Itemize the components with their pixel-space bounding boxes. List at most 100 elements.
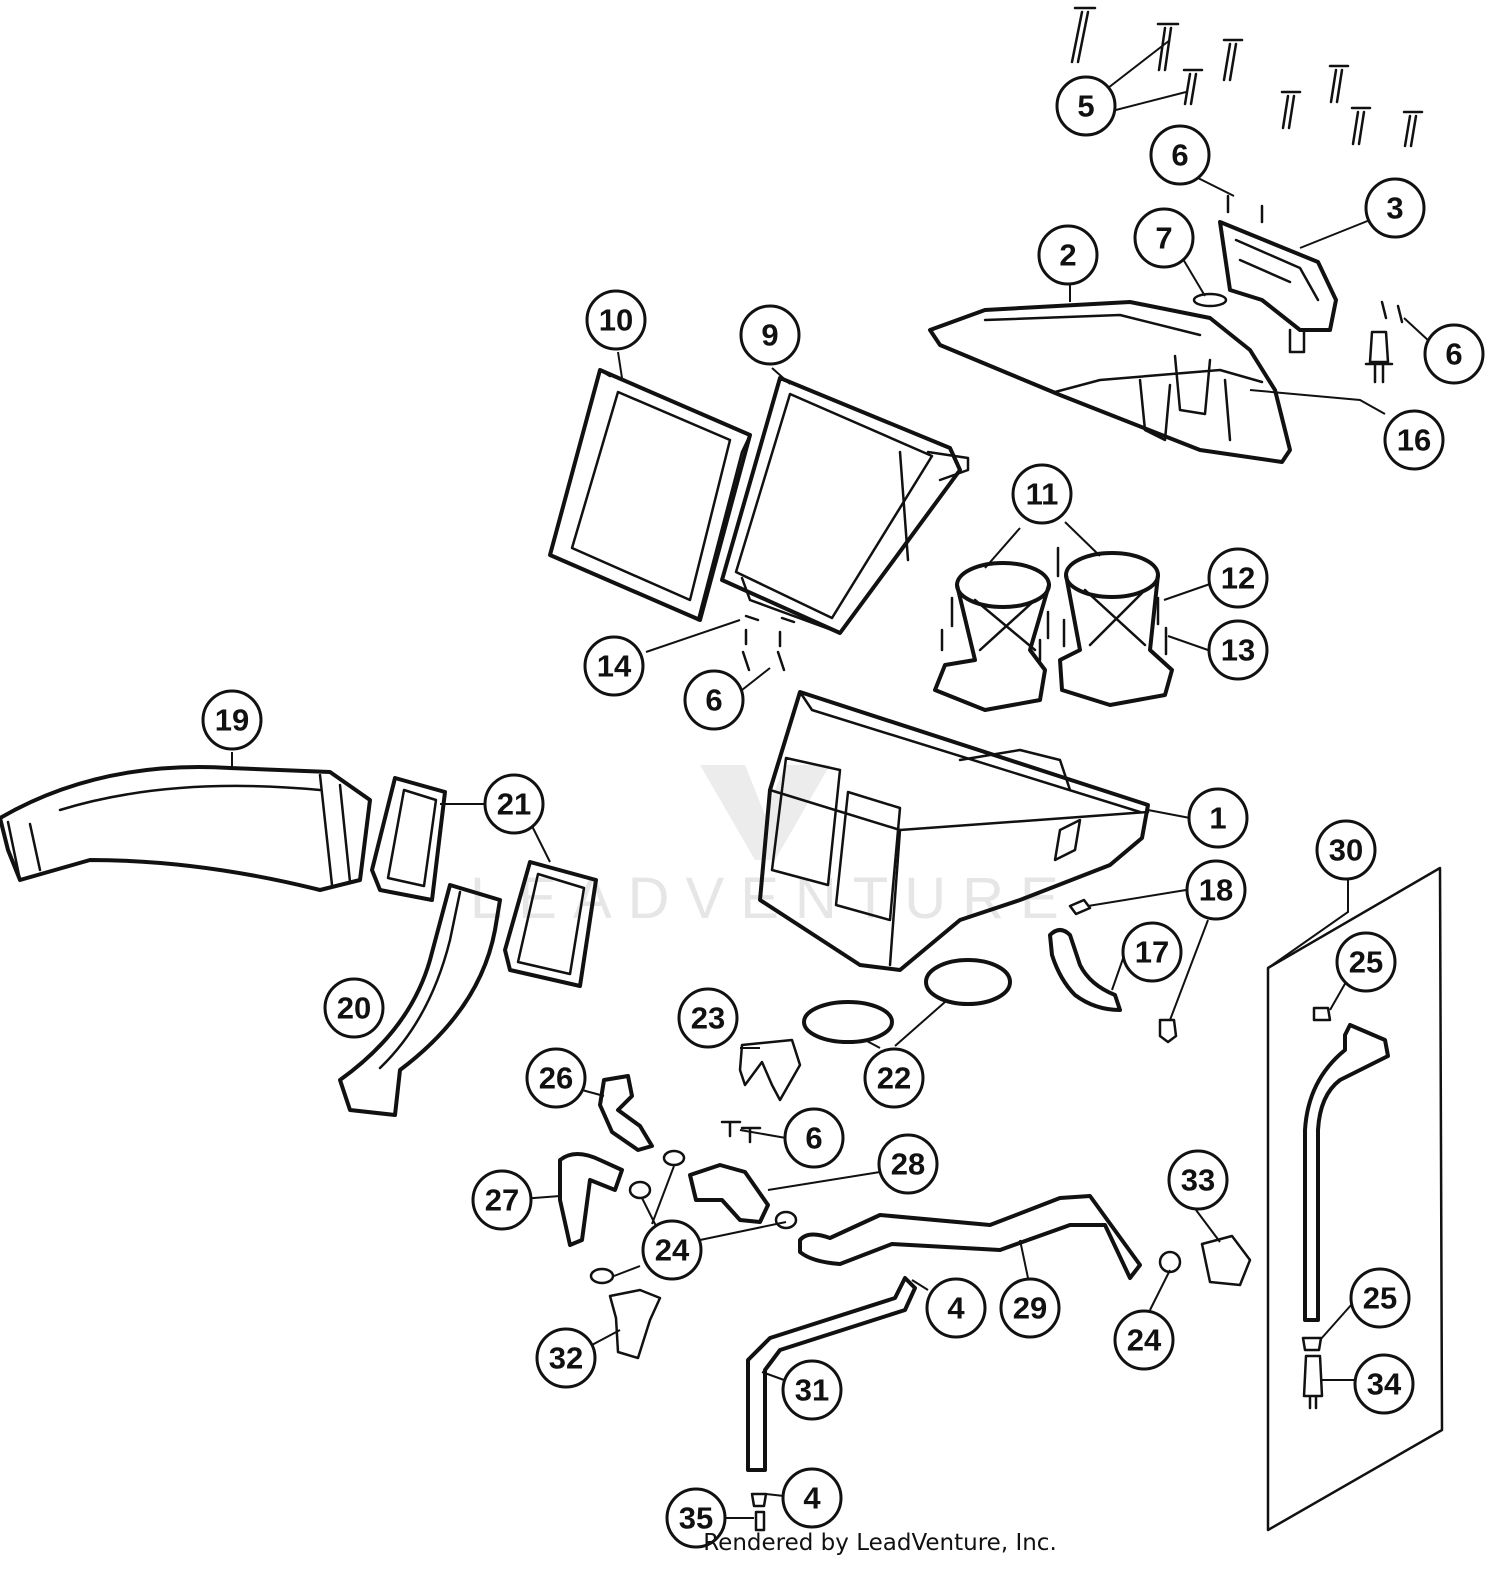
callout-4-lower: 4 xyxy=(781,1467,843,1529)
callout-6-top: 6 xyxy=(1149,124,1211,186)
callout-label: 31 xyxy=(795,1373,829,1408)
part-9-filter-cage xyxy=(720,376,970,635)
callout-label: 1 xyxy=(1209,801,1226,836)
part-5-screws xyxy=(1070,6,1424,148)
part-18-clips xyxy=(1068,898,1178,1044)
callout-19: 19 xyxy=(201,689,263,751)
callout-label: 6 xyxy=(1445,337,1462,372)
leader-lines xyxy=(231,39,1431,1519)
callout-10: 10 xyxy=(585,289,647,351)
callout-4-upper: 4 xyxy=(925,1277,987,1339)
callout-34: 34 xyxy=(1353,1353,1415,1415)
callout-25-bottom: 25 xyxy=(1349,1267,1411,1329)
part-7-ring xyxy=(1192,292,1228,308)
callout-label: 13 xyxy=(1221,633,1255,668)
callout-label: 24 xyxy=(1127,1323,1162,1358)
callout-label: 33 xyxy=(1181,1163,1215,1198)
callout-11: 11 xyxy=(1011,463,1073,525)
callout-label: 6 xyxy=(705,683,722,718)
callout-label: 17 xyxy=(1135,935,1169,970)
callout-label: 7 xyxy=(1155,221,1172,256)
callout-30: 30 xyxy=(1315,819,1377,881)
callout-24-right: 24 xyxy=(1113,1309,1175,1371)
callout-6-mid: 6 xyxy=(683,669,745,731)
callout-label: 6 xyxy=(805,1121,822,1156)
callout-label: 5 xyxy=(1077,89,1094,124)
part-30-breather-kit xyxy=(1266,866,1444,1532)
callout-17: 17 xyxy=(1121,921,1183,983)
callout-9: 9 xyxy=(739,304,801,366)
callout-label: 12 xyxy=(1221,561,1255,596)
callout-label: 20 xyxy=(337,991,371,1026)
callout-label: 3 xyxy=(1386,191,1403,226)
part-23-bracket xyxy=(738,1038,802,1102)
callout-6-lower: 6 xyxy=(783,1107,845,1169)
callout-26: 26 xyxy=(525,1047,587,1109)
part-6-screws-mid xyxy=(720,1120,762,1144)
callout-22: 22 xyxy=(863,1047,925,1109)
callout-18: 18 xyxy=(1185,859,1247,921)
part-1-airbox xyxy=(758,690,1150,972)
watermark-logo-icon xyxy=(700,765,830,860)
callout-6-right: 6 xyxy=(1423,323,1485,385)
callout-23: 23 xyxy=(677,987,739,1049)
callout-label: 28 xyxy=(891,1147,925,1182)
callout-1: 1 xyxy=(1187,787,1249,849)
callout-12: 12 xyxy=(1207,547,1269,609)
callout-label: 11 xyxy=(1026,477,1059,512)
callout-label: 25 xyxy=(1349,945,1383,980)
callout-20: 20 xyxy=(323,977,385,1039)
callout-label: 32 xyxy=(549,1341,583,1376)
part-31-hose xyxy=(746,1276,917,1472)
callout-label: 21 xyxy=(497,787,531,822)
credit-line: Rendered by LeadVenture, Inc. xyxy=(703,1530,1057,1556)
watermark-text: LEADVENTURE xyxy=(470,866,1075,931)
callout-28: 28 xyxy=(877,1133,939,1195)
callout-label: 27 xyxy=(485,1183,519,1218)
callout-label: 19 xyxy=(215,703,249,738)
part-32-fitting xyxy=(608,1288,662,1360)
callout-label: 4 xyxy=(947,1291,965,1326)
callout-label: 10 xyxy=(599,303,633,338)
callout-label: 22 xyxy=(877,1061,911,1096)
callout-label: 35 xyxy=(679,1501,713,1536)
part-28-valve xyxy=(688,1163,770,1224)
part-20-duct xyxy=(338,883,502,1117)
callout-label: 34 xyxy=(1367,1367,1402,1402)
callout-label: 24 xyxy=(655,1233,690,1268)
part-6-screws-upper xyxy=(1380,300,1404,324)
callout-label: 14 xyxy=(597,649,632,684)
callout-13: 13 xyxy=(1207,619,1269,681)
callout-label: 2 xyxy=(1059,238,1076,273)
part-29-hose xyxy=(798,1194,1142,1280)
callout-2: 2 xyxy=(1037,224,1099,286)
callout-label: 25 xyxy=(1363,1281,1397,1316)
part-12-13-screws xyxy=(940,546,1168,662)
callout-33: 33 xyxy=(1167,1149,1229,1211)
callout-24-left: 24 xyxy=(641,1219,703,1281)
part-2-airbox-lid xyxy=(928,300,1292,464)
part-24-clamps xyxy=(589,1149,1182,1285)
part-27-hose xyxy=(558,1152,624,1247)
part-11-intake-boots xyxy=(933,551,1174,712)
callout-16: 16 xyxy=(1383,409,1445,471)
callout-3: 3 xyxy=(1364,177,1426,239)
callout-5: 5 xyxy=(1055,75,1117,137)
callout-35: 35 xyxy=(665,1487,727,1549)
callout-label: 23 xyxy=(691,1001,725,1036)
part-16-sensor xyxy=(1364,330,1394,384)
callout-25-top: 25 xyxy=(1335,931,1397,993)
callout-label: 9 xyxy=(761,318,778,353)
callout-7: 7 xyxy=(1133,207,1195,269)
callout-14: 14 xyxy=(583,635,645,697)
part-17-hose xyxy=(1048,928,1122,1012)
part-26-elbow xyxy=(598,1074,654,1152)
part-14-clips xyxy=(741,614,796,672)
callout-27: 27 xyxy=(471,1169,533,1231)
callout-label: 29 xyxy=(1013,1291,1047,1326)
callout-label: 18 xyxy=(1199,873,1233,908)
part-21-seals xyxy=(370,776,598,988)
callout-label: 4 xyxy=(803,1481,821,1516)
part-22-orings xyxy=(802,958,1012,1044)
